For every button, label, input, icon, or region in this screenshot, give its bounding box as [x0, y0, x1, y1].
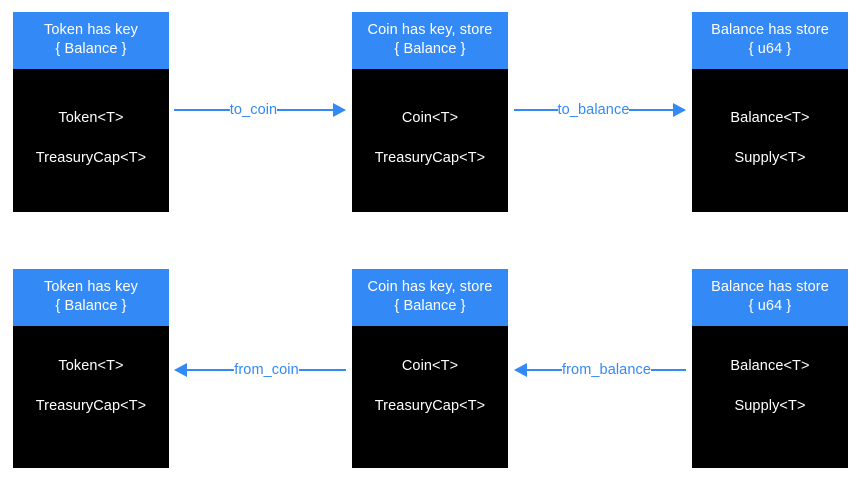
edge-line-to-coin-2	[277, 109, 333, 111]
node-balance-top[interactable]: Balance has store { u64 } Balance<T> Sup…	[692, 12, 848, 212]
node-header-balance-top: Balance has store { u64 }	[692, 12, 848, 69]
edge-to-coin: to_coin	[174, 100, 346, 120]
node-header-token-top: Token has key { Balance }	[13, 12, 169, 69]
edge-line-to-balance-2	[629, 109, 674, 111]
node-body-token-top: Token<T> TreasuryCap<T>	[13, 69, 169, 212]
node-header-balance-bottom: Balance has store { u64 }	[692, 269, 848, 326]
edge-line-to-balance	[514, 109, 558, 111]
node-line-balance-bottom-0: Balance<T>	[730, 358, 810, 374]
edge-from-balance: from_balance	[514, 360, 686, 380]
node-body-coin-bottom: Coin<T> TreasuryCap<T>	[352, 326, 508, 468]
edge-line-from-coin	[187, 369, 235, 371]
edge-line-from-coin-2	[298, 369, 347, 371]
edge-label-from-balance: from_balance	[561, 362, 652, 378]
node-line-token-top-1: TreasuryCap<T>	[35, 150, 147, 166]
node-token-top[interactable]: Token has key { Balance } Token<T> Treas…	[13, 12, 169, 212]
node-coin-top[interactable]: Coin has key, store { Balance } Coin<T> …	[352, 12, 508, 212]
node-line-token-top-0: Token<T>	[58, 110, 124, 126]
node-line-coin-bottom-1: TreasuryCap<T>	[374, 398, 486, 414]
edge-to-balance: to_balance	[514, 100, 687, 120]
node-line-coin-bottom-0: Coin<T>	[401, 358, 459, 374]
arrow-left-icon	[514, 363, 527, 377]
node-header-coin-bottom: Coin has key, store { Balance }	[352, 269, 508, 326]
node-header-token-bottom: Token has key { Balance }	[13, 269, 169, 326]
node-line-token-bottom-0: Token<T>	[58, 358, 124, 374]
node-line-token-bottom-1: TreasuryCap<T>	[35, 398, 147, 414]
node-header-coin-top: Coin has key, store { Balance }	[352, 12, 508, 69]
node-token-bottom[interactable]: Token has key { Balance } Token<T> Treas…	[13, 269, 169, 468]
node-body-balance-bottom: Balance<T> Supply<T>	[692, 326, 848, 468]
node-body-balance-top: Balance<T> Supply<T>	[692, 69, 848, 212]
edge-line-to-coin	[174, 109, 230, 111]
arrow-left-icon	[174, 363, 187, 377]
node-line-coin-top-1: TreasuryCap<T>	[374, 150, 486, 166]
node-line-coin-top-0: Coin<T>	[401, 110, 459, 126]
edge-label-from-coin: from_coin	[234, 362, 299, 378]
edge-line-from-balance-2	[651, 369, 686, 371]
arrow-right-icon	[673, 103, 687, 117]
edge-line-from-balance	[527, 369, 562, 371]
node-body-token-bottom: Token<T> TreasuryCap<T>	[13, 326, 169, 468]
node-line-balance-top-1: Supply<T>	[734, 150, 806, 166]
arrow-right-icon	[333, 103, 346, 117]
node-line-balance-top-0: Balance<T>	[730, 110, 810, 126]
node-balance-bottom[interactable]: Balance has store { u64 } Balance<T> Sup…	[692, 269, 848, 468]
node-line-balance-bottom-1: Supply<T>	[734, 398, 806, 414]
node-coin-bottom[interactable]: Coin has key, store { Balance } Coin<T> …	[352, 269, 508, 468]
edge-label-to-coin: to_coin	[229, 102, 278, 118]
edge-label-to-balance: to_balance	[557, 102, 630, 118]
node-body-coin-top: Coin<T> TreasuryCap<T>	[352, 69, 508, 212]
edge-from-coin: from_coin	[174, 360, 347, 380]
